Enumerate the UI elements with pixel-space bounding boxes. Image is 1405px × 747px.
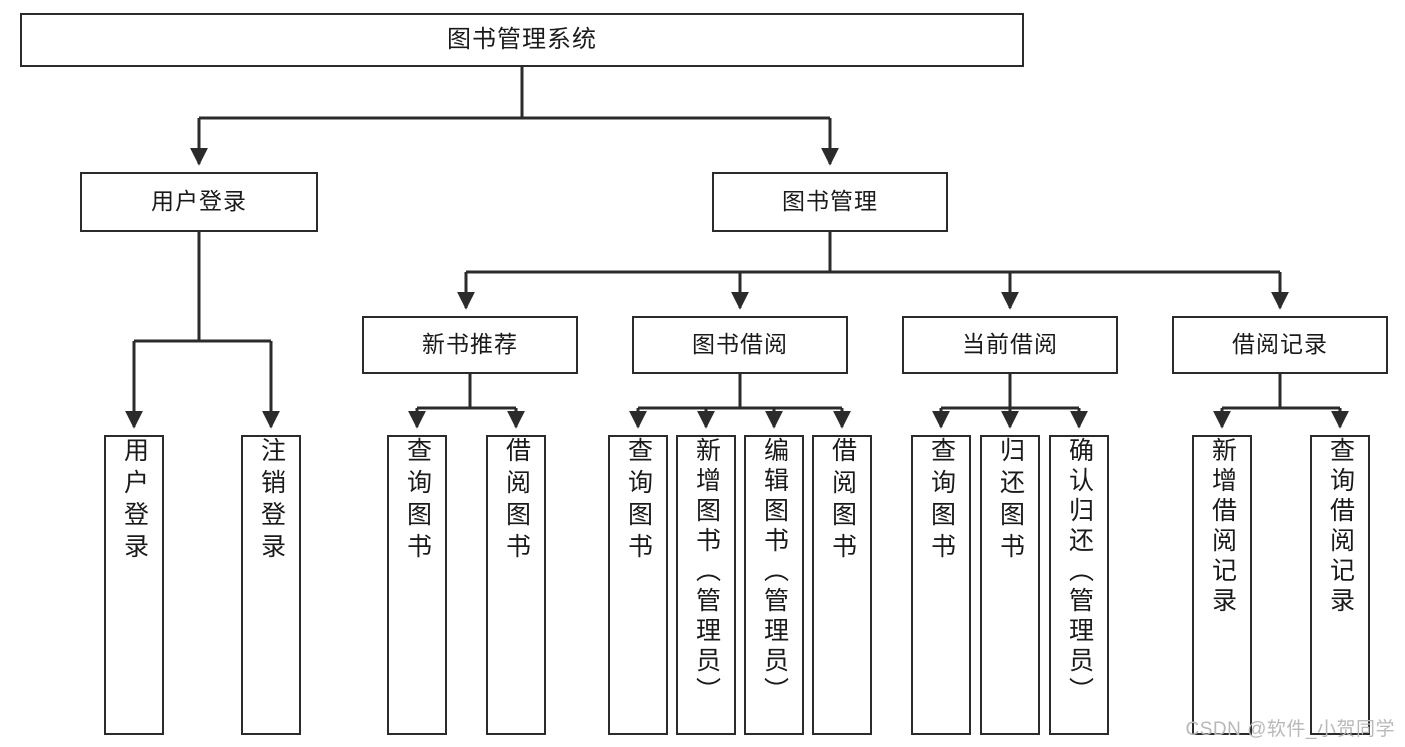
node-user-login[interactable]: 用户登录	[80, 172, 318, 232]
leaf-record-add-borrow-record[interactable]: 新增借阅记录	[1192, 435, 1252, 735]
node-label: 新书推荐	[422, 331, 518, 358]
node-label: 新增图书（管理员）	[692, 437, 721, 707]
leaf-borrow-query-book[interactable]: 查询图书	[608, 435, 668, 735]
node-label: 图书借阅	[692, 331, 788, 358]
node-label: 借阅图书	[828, 437, 857, 565]
node-label: 借阅记录	[1232, 331, 1328, 358]
node-book-borrow[interactable]: 图书借阅	[632, 316, 848, 374]
leaf-borrow-add-book-admin[interactable]: 新增图书（管理员）	[676, 435, 736, 735]
node-borrow-record[interactable]: 借阅记录	[1172, 316, 1388, 374]
leaf-user-login-login[interactable]: 用户登录	[104, 435, 164, 735]
leaf-current-query-book[interactable]: 查询图书	[911, 435, 971, 735]
node-label: 查询图书	[624, 437, 653, 565]
node-new-book-recommend[interactable]: 新书推荐	[362, 316, 578, 374]
node-label: 归还图书	[996, 437, 1025, 565]
node-label: 注销登录	[257, 437, 286, 565]
node-label: 用户登录	[120, 437, 149, 565]
leaf-newbook-borrow-book[interactable]: 借阅图书	[486, 435, 546, 735]
node-label: 编辑图书（管理员）	[760, 437, 789, 707]
node-label: 确认归还（管理员）	[1065, 437, 1094, 707]
node-label: 查询图书	[403, 437, 432, 565]
node-label: 查询图书	[927, 437, 956, 565]
node-label: 当前借阅	[962, 331, 1058, 358]
leaf-borrow-edit-book-admin[interactable]: 编辑图书（管理员）	[744, 435, 804, 735]
leaf-current-confirm-return-admin[interactable]: 确认归还（管理员）	[1049, 435, 1109, 735]
leaf-newbook-query-book[interactable]: 查询图书	[387, 435, 447, 735]
node-label: 图书管理	[782, 188, 878, 215]
node-label: 新增借阅记录	[1208, 437, 1237, 617]
leaf-current-return-book[interactable]: 归还图书	[980, 435, 1040, 735]
leaf-borrow-borrow-book[interactable]: 借阅图书	[812, 435, 872, 735]
node-current-borrow[interactable]: 当前借阅	[902, 316, 1118, 374]
node-book-management[interactable]: 图书管理	[712, 172, 948, 232]
node-root-book-management-system[interactable]: 图书管理系统	[20, 13, 1024, 67]
leaf-record-query-borrow-record[interactable]: 查询借阅记录	[1310, 435, 1370, 735]
node-label: 图书管理系统	[447, 25, 597, 53]
node-label: 查询借阅记录	[1326, 437, 1355, 617]
node-label: 用户登录	[151, 188, 247, 215]
leaf-user-login-logout[interactable]: 注销登录	[241, 435, 301, 735]
node-label: 借阅图书	[502, 437, 531, 565]
